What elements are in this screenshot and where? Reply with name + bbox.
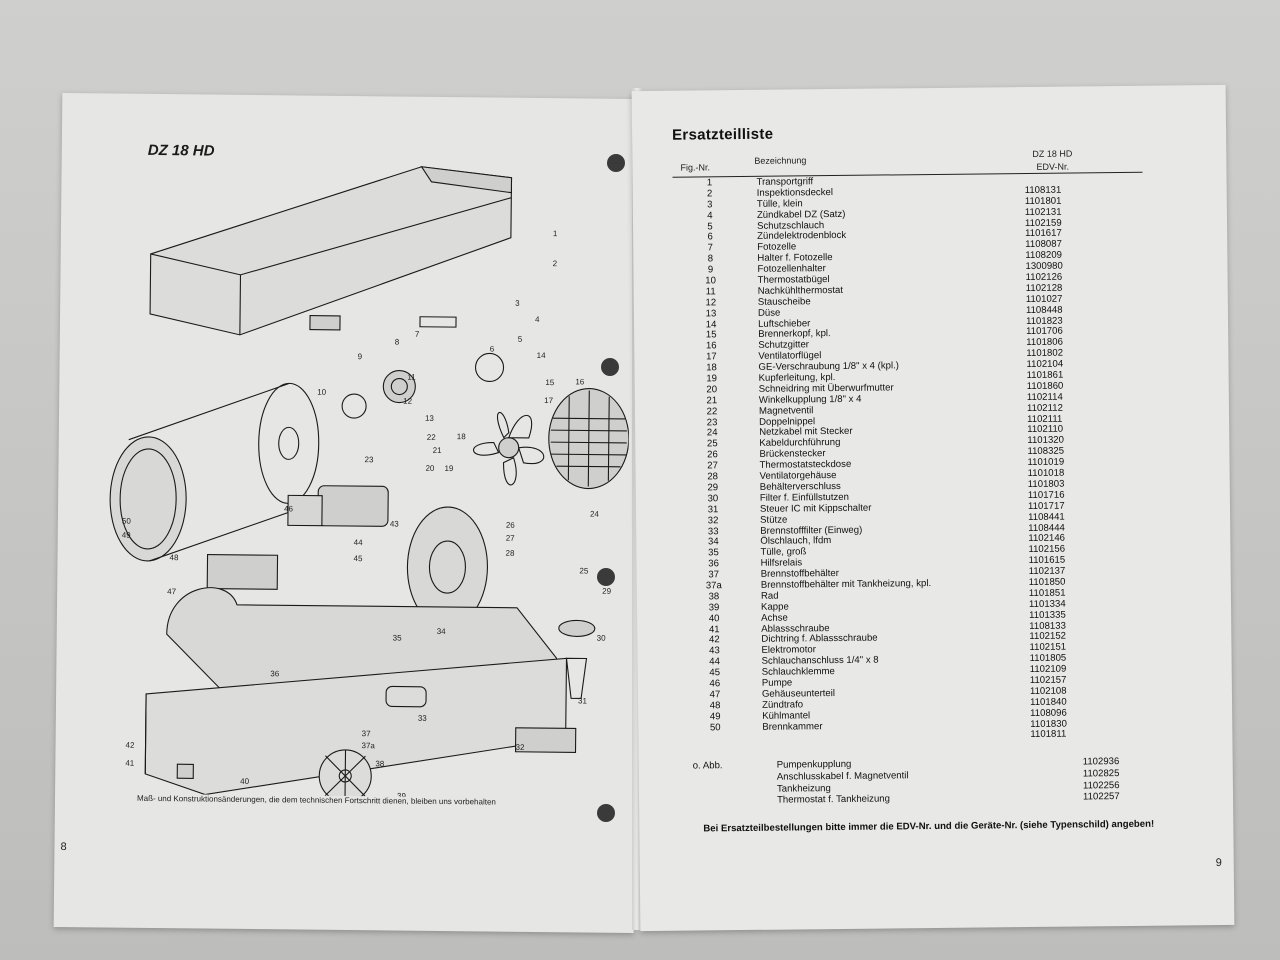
cell-edv: 1102936 (1082, 756, 1120, 768)
svg-text:40: 40 (240, 777, 250, 786)
left-page: DZ 18 HD (53, 92, 643, 934)
svg-text:6: 6 (490, 344, 495, 353)
cell-edv: 1101811 (1030, 729, 1067, 741)
cell-desc: Pumpenkupplung (776, 758, 852, 771)
right-page: Ersatzteilliste Fig.-Nr. Bezeichnung DZ … (631, 84, 1235, 932)
svg-text:8: 8 (395, 337, 400, 346)
svg-text:25: 25 (579, 566, 589, 575)
cell-fig (693, 772, 743, 773)
svg-text:33: 33 (418, 714, 428, 723)
svg-text:2: 2 (553, 259, 558, 268)
svg-text:13: 13 (425, 414, 435, 423)
svg-text:14: 14 (537, 351, 547, 360)
order-note: Bei Ersatzteilbestellungen bitte immer d… (703, 818, 1155, 835)
cell-desc: Tankheizung (776, 782, 831, 795)
svg-text:11: 11 (407, 373, 416, 382)
svg-text:15: 15 (545, 378, 555, 387)
svg-text:37a: 37a (362, 741, 376, 750)
punch-hole (601, 358, 619, 376)
svg-text:4: 4 (535, 315, 540, 324)
svg-text:16: 16 (575, 377, 585, 386)
header-fig: Fig.-Nr. (680, 162, 710, 173)
svg-text:32: 32 (516, 743, 526, 752)
svg-text:5: 5 (518, 335, 523, 344)
svg-text:9: 9 (358, 352, 363, 361)
svg-text:26: 26 (506, 521, 516, 530)
svg-text:37: 37 (362, 729, 372, 738)
svg-text:17: 17 (544, 396, 554, 405)
punch-hole (597, 804, 615, 822)
header-model: DZ 18 HD (1032, 148, 1073, 159)
page-number-left: 8 (60, 841, 67, 854)
punch-hole (607, 154, 625, 172)
svg-text:30: 30 (597, 634, 607, 643)
svg-text:22: 22 (427, 433, 437, 442)
svg-text:29: 29 (602, 587, 612, 596)
page-number-right: 9 (1215, 856, 1222, 870)
cell-fig (693, 784, 743, 785)
svg-text:10: 10 (317, 388, 327, 397)
svg-text:1: 1 (553, 229, 558, 238)
punch-hole (597, 568, 615, 586)
svg-text:3: 3 (515, 299, 520, 308)
svg-text:24: 24 (590, 510, 600, 519)
svg-text:39: 39 (397, 792, 407, 799)
svg-text:18: 18 (457, 432, 467, 441)
svg-text:21: 21 (433, 446, 443, 455)
cell-desc: Brennkammer (762, 720, 823, 733)
svg-text:27: 27 (506, 534, 516, 543)
cell-fig (693, 795, 743, 796)
svg-text:41: 41 (125, 759, 135, 768)
svg-text:28: 28 (506, 549, 516, 558)
cell-edv: 1102257 (1082, 791, 1120, 803)
cell-fig: 32 (707, 514, 719, 526)
svg-text:43: 43 (390, 519, 400, 528)
svg-text:19: 19 (444, 464, 454, 473)
svg-text:12: 12 (403, 397, 413, 406)
svg-text:42: 42 (126, 741, 136, 750)
svg-text:34: 34 (437, 627, 447, 636)
cell-fig: o. Abb. (692, 760, 723, 772)
cell-fig: 50 (709, 721, 721, 733)
header-edv: EDV-Nr. (1036, 161, 1069, 172)
svg-text:46: 46 (284, 504, 294, 513)
svg-text:48: 48 (169, 553, 179, 562)
svg-text:20: 20 (425, 464, 435, 473)
svg-text:47: 47 (167, 587, 177, 596)
svg-text:23: 23 (365, 455, 375, 464)
svg-text:44: 44 (354, 538, 364, 547)
svg-text:36: 36 (270, 669, 280, 678)
svg-text:38: 38 (375, 759, 385, 768)
svg-text:7: 7 (415, 330, 420, 339)
parts-list-title: Ersatzteilliste (671, 125, 774, 144)
svg-text:45: 45 (353, 554, 363, 563)
svg-text:35: 35 (393, 633, 403, 642)
svg-text:50: 50 (122, 517, 132, 526)
cell-edv: 1102825 (1082, 767, 1120, 780)
svg-text:49: 49 (122, 531, 132, 540)
header-desc: Bezeichnung (754, 155, 807, 166)
svg-text:31: 31 (578, 696, 588, 705)
cell-desc: Thermostat f. Tankheizung (776, 793, 890, 807)
cell-edv: 1102256 (1082, 779, 1120, 792)
